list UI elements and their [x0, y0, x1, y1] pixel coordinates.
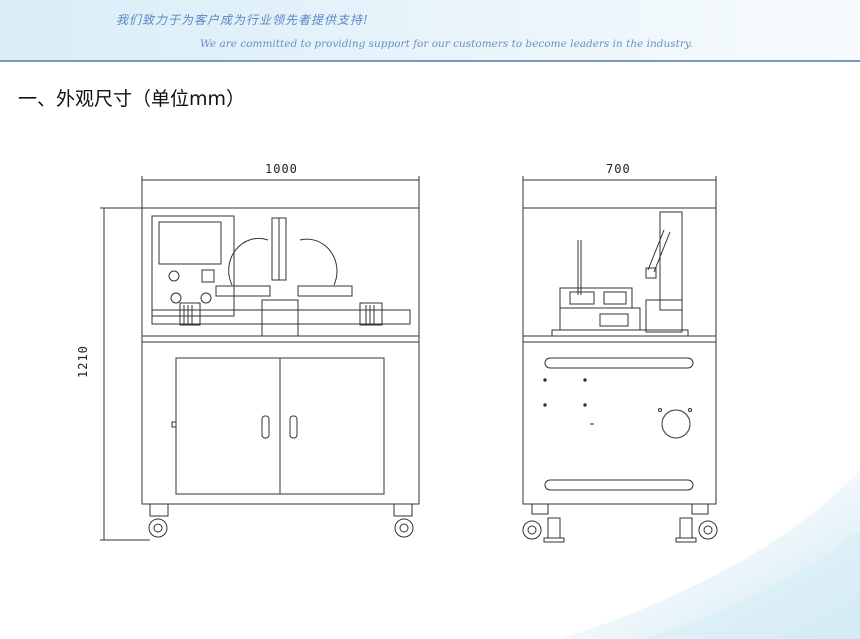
section-title: 一、外观尺寸（单位mm）: [18, 88, 246, 110]
front-view: [100, 176, 420, 541]
slogan-chinese: 我们致力于为客户成为行业领先者提供支持!: [116, 13, 369, 27]
header-banner: 我们致力于为客户成为行业领先者提供支持! We are committed to…: [0, 0, 860, 62]
slogan-english: We are committed to providing support fo…: [200, 38, 693, 50]
height-dimension: 1210: [76, 345, 90, 378]
side-view: [522, 176, 718, 543]
front-width-dimension: 1000: [265, 162, 298, 176]
side-width-dimension: 700: [606, 162, 631, 176]
